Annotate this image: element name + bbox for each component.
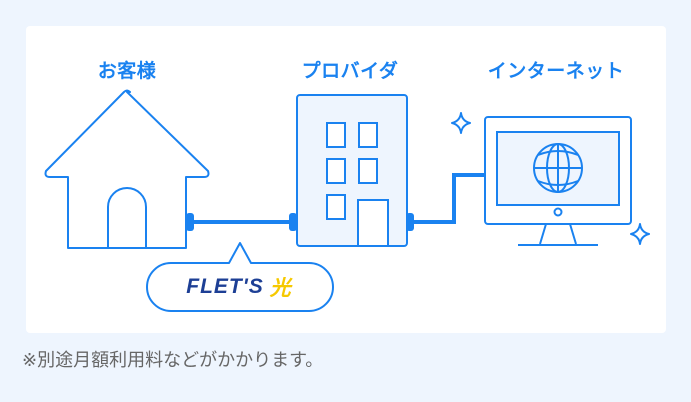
monitor-globe-icon — [484, 116, 632, 246]
flets-logo: FLET'S 光 — [146, 262, 332, 312]
building-icon — [296, 94, 408, 247]
flets-callout-bubble — [146, 242, 334, 312]
flets-hikari-text: 光 — [269, 277, 292, 300]
sparkle-icon — [630, 223, 650, 245]
node-label-customer: お客様 — [97, 60, 157, 82]
flets-brand-text: FLET'S — [186, 275, 264, 298]
connector-provider-left — [289, 213, 297, 231]
house-icon — [44, 89, 210, 249]
connector-house — [186, 213, 194, 231]
globe-icon — [533, 143, 583, 193]
sparkle-icon — [451, 112, 471, 134]
footnote: ※別途月額利用料などがかかります。 — [22, 350, 324, 371]
cable-provider-internet — [410, 173, 486, 224]
node-label-internet: インターネット — [487, 60, 625, 82]
node-label-provider: プロバイダ — [301, 60, 399, 82]
